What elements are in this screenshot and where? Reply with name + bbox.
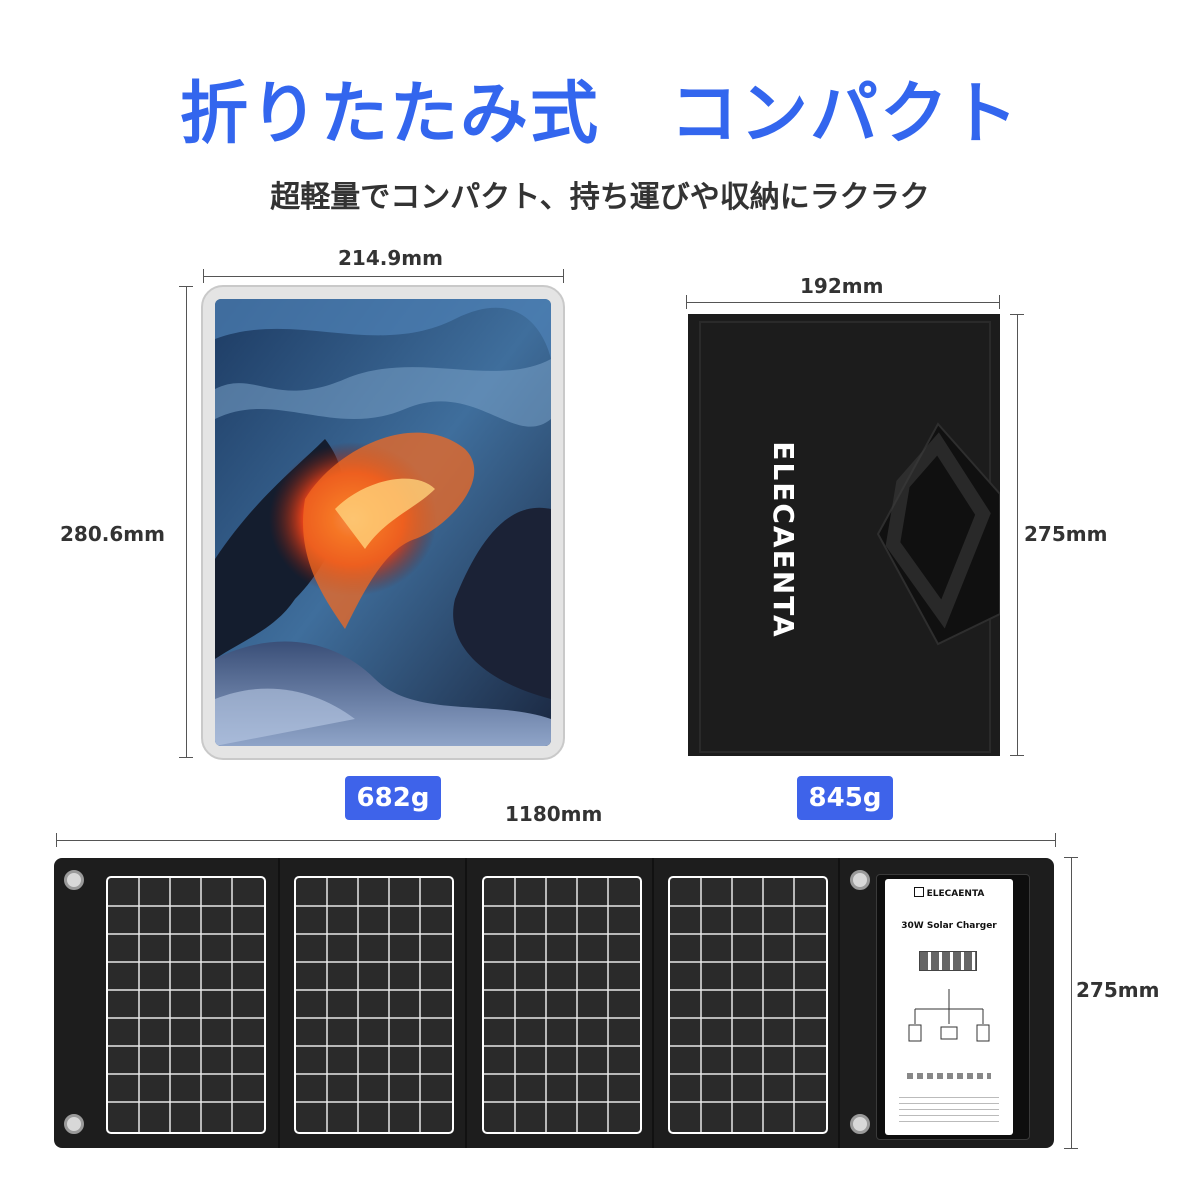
brand-logo-icon [913, 887, 924, 897]
unfolded-width-tick-right [1055, 833, 1056, 847]
grommet-icon [850, 870, 870, 890]
folded-weight-badge: 845g [797, 776, 893, 820]
folded-solar-panel: ELECAENTA [688, 314, 1000, 756]
tablet-weight-badge: 682g [345, 776, 441, 820]
solar-cell-grid [108, 878, 264, 1132]
charger-pocket: ELECAENTA 30W Solar Charger [876, 874, 1030, 1140]
label-title: 30W Solar Charger [901, 921, 997, 931]
spec-table-icon [899, 1097, 999, 1123]
folded-brand-label: ELECAENTA [767, 441, 800, 639]
solar-cell-grid [296, 878, 452, 1132]
unfolded-solar-panel: ELECAENTA 30W Solar Charger [54, 858, 1054, 1148]
solar-cell-grid [670, 878, 826, 1132]
folded-height-label: 275mm [1024, 522, 1108, 546]
grommet-icon [64, 1114, 84, 1134]
tablet-width-line [203, 276, 564, 277]
fold-seam [838, 858, 840, 1148]
label-brand-text: ELECAENTA [926, 889, 985, 899]
unfolded-height-tick-top [1064, 857, 1078, 858]
unfolded-height-line [1071, 857, 1072, 1149]
unfolded-height-label: 275mm [1076, 978, 1160, 1002]
tablet-height-label: 280.6mm [60, 522, 165, 546]
page-title: 折りたたみ式 コンパクト [179, 75, 1020, 154]
tablet-height-tick-top [179, 286, 193, 287]
tablet-width-tick-right [563, 269, 564, 283]
fold-seam [278, 858, 280, 1148]
unfolded-width-label: 1180mm [505, 802, 603, 826]
folded-panel-fabric [688, 314, 1000, 756]
tablet-width-label: 214.9mm [338, 246, 443, 270]
canyon-wallpaper-image [215, 299, 551, 746]
folded-height-tick-bottom [1010, 755, 1024, 756]
solar-cell-panel [482, 876, 642, 1134]
fold-seam [465, 858, 467, 1148]
output-display-icon [919, 951, 977, 971]
fold-seam [652, 858, 654, 1148]
unfolded-height-tick-bottom [1064, 1148, 1078, 1149]
port-diagram-icon [908, 989, 990, 1042]
tablet-height-tick-bottom [179, 757, 193, 758]
solar-cell-panel [106, 876, 266, 1134]
page-subtitle: 超軽量でコンパクト、持ち運びや収納にラクラク [270, 180, 930, 215]
charger-label-card: ELECAENTA 30W Solar Charger [885, 879, 1013, 1135]
grommet-icon [64, 870, 84, 890]
solar-cell-grid [484, 878, 640, 1132]
solar-cell-panel [294, 876, 454, 1134]
tablet-width-tick-left [203, 269, 204, 283]
folded-width-label: 192mm [800, 274, 884, 298]
folded-width-tick-left [686, 295, 687, 309]
solar-cell-panel [668, 876, 828, 1134]
grommet-icon [850, 1114, 870, 1134]
folded-width-tick-right [999, 295, 1000, 309]
tablet-height-line [186, 286, 187, 758]
folded-width-line [686, 302, 1000, 303]
unfolded-width-tick-left [56, 833, 57, 847]
folded-height-tick-top [1010, 314, 1024, 315]
folded-height-line [1017, 314, 1018, 756]
certification-marks-icon [907, 1073, 991, 1079]
label-brand: ELECAENTA [885, 887, 1013, 899]
tablet-screen [215, 299, 551, 746]
unfolded-width-line [56, 840, 1056, 841]
tablet-device [201, 285, 565, 760]
